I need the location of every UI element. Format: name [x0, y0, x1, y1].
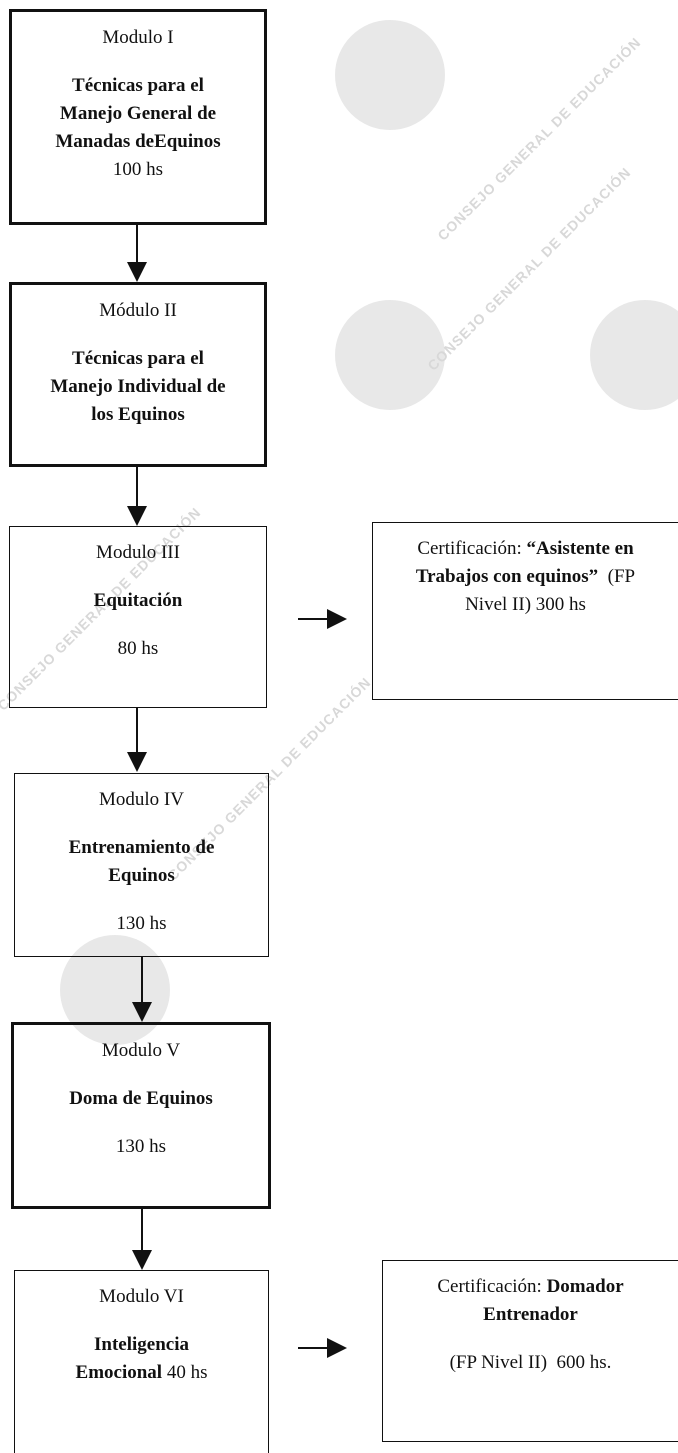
module-title-line: Técnicas para el [72, 348, 204, 369]
module-title-line: Equitación [93, 590, 183, 611]
certification-line: Trabajos con equinos” (FP [373, 563, 678, 591]
module-3-box: Modulo III Equitación 80 hs [9, 526, 267, 708]
module-title-line: Inteligencia [94, 1334, 189, 1355]
module-title-line: Técnicas para el [72, 75, 204, 96]
module-label: Modulo III [96, 542, 180, 563]
module-title-line: Emocional 40 hs [15, 1359, 268, 1387]
module-label: Modulo VI [99, 1286, 184, 1307]
module-label: Modulo I [102, 27, 174, 48]
module-title-line: Manejo Individual de [50, 376, 226, 397]
certification-line: Nivel II) 300 hs [465, 594, 586, 615]
module-hours: 100 hs [112, 159, 164, 180]
module-title-line: Manadas deEquinos [55, 131, 221, 152]
certification-title: Domador [546, 1276, 624, 1297]
module-title-line: Manejo General de [59, 103, 217, 124]
module-title-line: Doma de Equinos [69, 1088, 213, 1109]
certification-1-box: Certificación: “Asistente en Trabajos co… [372, 522, 678, 700]
module-title-line: los Equinos [91, 404, 185, 425]
module-title-line: Equinos [108, 865, 175, 886]
module-hours: 80 hs [117, 638, 159, 659]
module-2-box: Módulo II Técnicas para el Manejo Indivi… [9, 282, 267, 467]
certification-line: (FP Nivel II) 600 hs. [449, 1352, 612, 1373]
module-title-bold: Emocional [75, 1362, 163, 1383]
certification-2-box: Certificación: Domador Entrenador (FP Ni… [382, 1260, 678, 1442]
certification-prefix: Certificación: [417, 538, 527, 559]
certification-level: (FP [598, 566, 636, 587]
certification-title: Entrenador [483, 1304, 578, 1325]
module-5-box: Modulo V Doma de Equinos 130 hs [11, 1022, 271, 1209]
certification-prefix: Certificación: [437, 1276, 547, 1297]
module-label: Modulo IV [99, 789, 184, 810]
module-label: Módulo II [99, 300, 177, 321]
certification-line: Certificación: “Asistente en [373, 535, 678, 563]
module-label: Modulo V [101, 1040, 181, 1061]
module-hours: 130 hs [115, 1136, 167, 1157]
module-hours: 40 hs [166, 1362, 208, 1383]
module-4-box: Modulo IV Entrenamiento de Equinos 130 h… [14, 773, 269, 957]
module-hours: 130 hs [116, 913, 167, 934]
module-1-box: Modulo I Técnicas para el Manejo General… [9, 9, 267, 225]
certification-title: “Asistente en [526, 538, 634, 559]
certification-line: Certificación: Domador [383, 1273, 678, 1301]
module-title-line: Entrenamiento de [68, 837, 215, 858]
module-6-box: Modulo VI Inteligencia Emocional 40 hs [14, 1270, 269, 1453]
certification-title: Trabajos con equinos” [415, 566, 599, 587]
